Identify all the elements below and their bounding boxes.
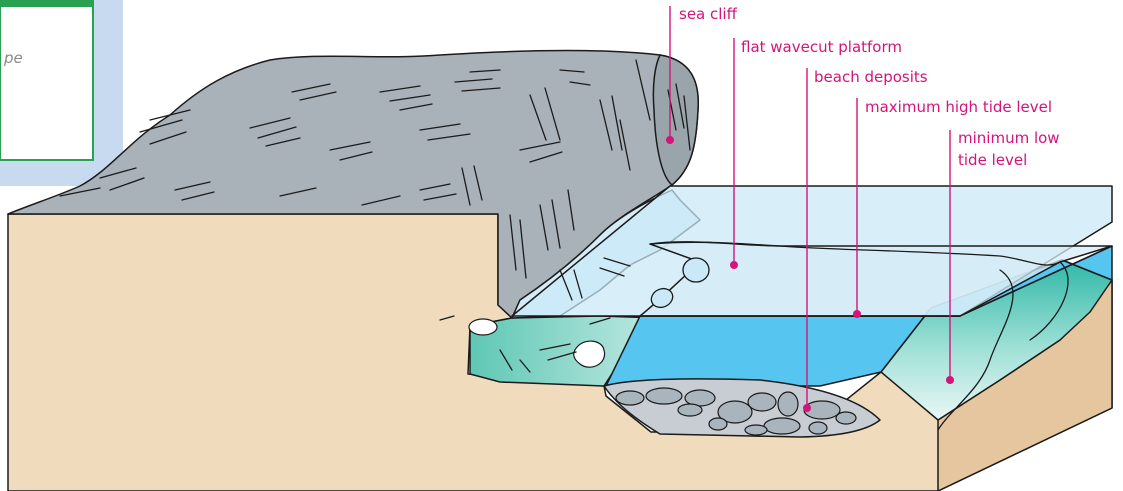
max-high-tide-label: maximum high tide level [865,98,1052,116]
beach-deposits-label: beach deposits [814,68,928,86]
side-text-box [0,0,93,160]
min-low-tide-label-line2: tide level [958,151,1027,169]
min-low-tide-label-line1: minimum low [958,129,1060,147]
side-text-box-header [0,0,93,7]
side-panel-text: pe [3,49,23,67]
sea-cliff-label: sea cliff [679,5,738,23]
page-frame: pe [0,0,123,186]
wavecut-platform-label: flat wavecut platform [741,38,902,56]
